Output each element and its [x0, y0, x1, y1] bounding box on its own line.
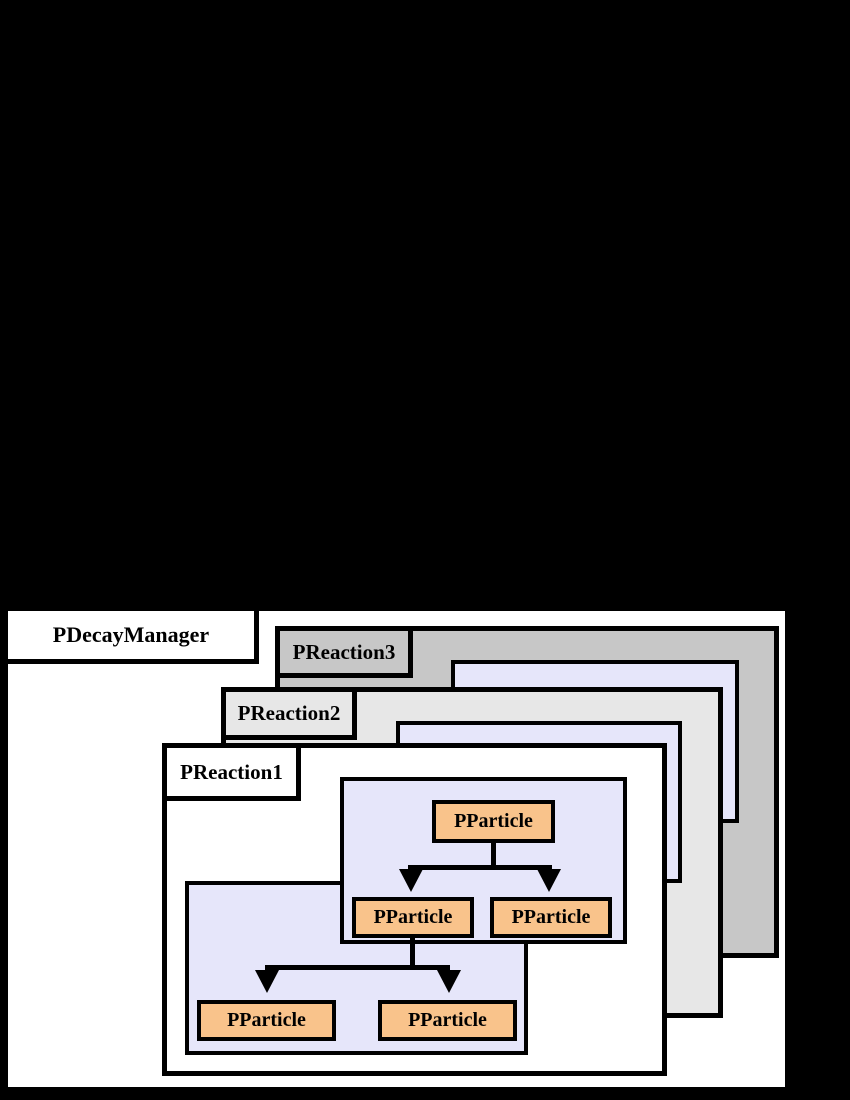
preaction2-tab: PReaction2 [221, 687, 357, 740]
preaction1-tab-label: PReaction1 [180, 759, 283, 784]
preaction1-tab: PReaction1 [162, 743, 301, 801]
child-stub-connector-line [410, 936, 415, 970]
second-decay-branch-line [265, 965, 450, 970]
pparticle-label: PParticle [454, 810, 533, 832]
pdecaymanager-tab-label: PDecayManager [52, 622, 210, 647]
preaction3-tab: PReaction3 [275, 626, 413, 678]
arrow-down-icon [399, 869, 423, 892]
preaction2-tab-label: PReaction2 [237, 701, 341, 725]
pparticle-label: PParticle [511, 906, 591, 928]
preaction3-tab-label: PReaction3 [292, 639, 396, 664]
pparticle-node-root: PParticle [432, 800, 555, 843]
root-stub-connector-line [491, 842, 496, 870]
first-decay-branch-line [408, 865, 552, 870]
arrow-down-icon [255, 970, 279, 993]
pparticle-label: PParticle [373, 906, 453, 928]
arrow-down-icon [537, 869, 561, 892]
pparticle-node-child-left: PParticle [352, 897, 474, 938]
pparticle-node-child-right: PParticle [490, 897, 612, 938]
pdecaymanager-tab: PDecayManager [3, 606, 259, 664]
pparticle-label: PParticle [227, 1009, 306, 1031]
arrow-down-icon [437, 970, 461, 993]
pparticle-label: PParticle [408, 1009, 487, 1031]
pparticle-node-grandchild-left: PParticle [197, 1000, 336, 1041]
pparticle-node-grandchild-right: PParticle [378, 1000, 517, 1041]
